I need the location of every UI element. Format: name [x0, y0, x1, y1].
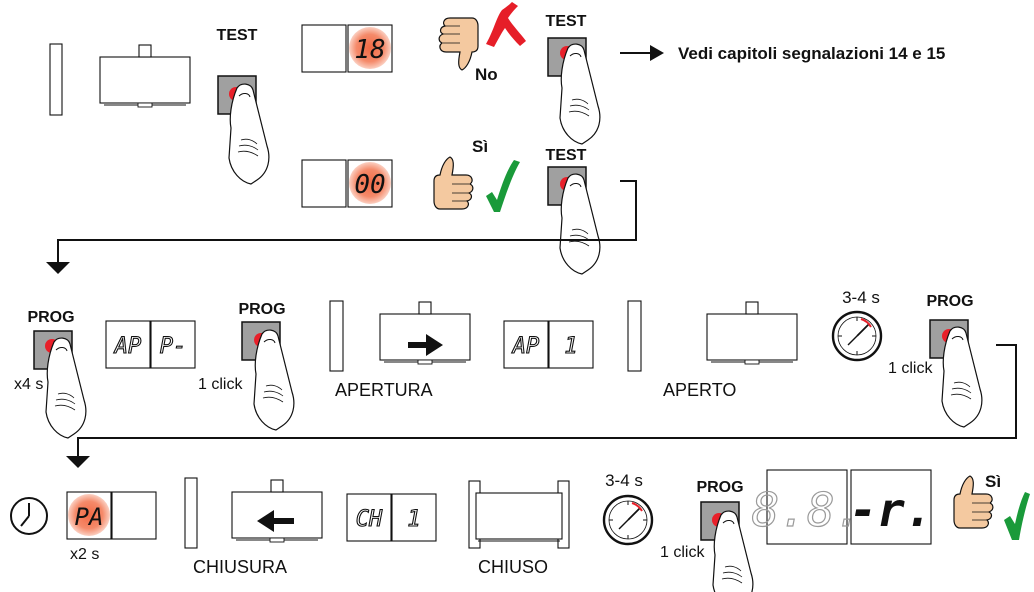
flow-connector	[57, 180, 637, 262]
gate-post	[627, 300, 642, 372]
display-digit-box	[105, 320, 151, 369]
finger-icon	[712, 510, 754, 592]
check-icon	[486, 160, 520, 212]
finger-icon	[228, 83, 270, 185]
row-prog-opening: PROG x4 s AP P- PROG 1 click APERTURA AP…	[14, 288, 1017, 468]
test-label-2: TEST	[546, 13, 587, 30]
click-label-2: 1 click	[888, 360, 933, 377]
arrow-left-icon	[257, 510, 294, 532]
motor-unit	[379, 301, 471, 365]
finger-icon	[941, 326, 983, 428]
thumbs-down-icon	[438, 17, 479, 71]
display-digit-box	[346, 493, 392, 542]
motor-unit	[99, 44, 191, 108]
display-digit-blank	[301, 159, 347, 208]
prog-label-3: PROG	[926, 293, 973, 310]
display-digit-blank	[301, 24, 347, 73]
display-digit-box	[391, 493, 437, 542]
display-ok-code: 00	[354, 170, 385, 200]
display-digit-box	[150, 320, 196, 369]
finger-icon	[45, 337, 87, 439]
row-closing: PA x2 s CHIUSURA CH 1 CHIUSO 3-4 s PROG …	[10, 469, 1030, 592]
clock-icon	[10, 497, 48, 535]
display-digit-blank	[111, 491, 157, 540]
arrow-right-icon	[408, 334, 443, 356]
display-error-code: 18	[354, 35, 385, 65]
prog-label-1: PROG	[27, 309, 74, 326]
arrow-down-icon	[46, 262, 70, 274]
arrow-right-icon	[650, 45, 664, 61]
display-r: -r.	[849, 483, 932, 537]
prog-label-4: PROG	[696, 479, 743, 496]
stopwatch-icon	[831, 310, 883, 362]
display-digit-box	[503, 320, 549, 369]
finger-icon	[559, 173, 601, 275]
display-glow	[349, 27, 391, 69]
display-pa: PA	[75, 503, 104, 531]
test-label-3: TEST	[546, 147, 587, 164]
time-label-2: 3-4 s	[605, 471, 643, 490]
display-ap: AP	[113, 334, 142, 359]
final-display-left	[766, 469, 848, 545]
prog-label-2: PROG	[238, 301, 285, 318]
test-label-1: TEST	[217, 27, 258, 44]
display-88: 8.8.	[752, 483, 863, 537]
stopwatch-icon	[602, 494, 654, 546]
display-ch: CH	[356, 507, 383, 532]
display-glow	[349, 162, 391, 204]
state-chiusura: CHIUSURA	[193, 557, 287, 577]
closed-gate	[468, 480, 570, 549]
gate-post	[184, 477, 198, 549]
flow-connector	[77, 344, 1017, 456]
display-glow	[68, 494, 110, 536]
cross-icon	[486, 2, 526, 47]
motor-unit	[706, 301, 798, 365]
state-aperto: APERTO	[663, 380, 736, 400]
click-label-1: 1 click	[198, 376, 243, 393]
display-ap-1: AP	[511, 334, 540, 359]
x2s-label: x2 s	[70, 546, 99, 563]
motor-unit	[231, 479, 323, 543]
check-icon	[1004, 492, 1030, 540]
time-label-1: 3-4 s	[842, 288, 880, 307]
state-apertura: APERTURA	[335, 380, 433, 400]
row-test-ok: 00 Sì TEST	[46, 137, 637, 275]
no-label: No	[475, 65, 498, 84]
display-1: 1	[564, 334, 577, 359]
thumbs-up-icon	[433, 156, 474, 210]
gate-post	[49, 43, 63, 116]
x4s-label: x4 s	[14, 376, 43, 393]
display-1: 1	[407, 507, 420, 532]
state-chiuso: CHIUSO	[478, 557, 548, 577]
final-display-right	[850, 469, 932, 545]
finger-icon	[559, 43, 601, 145]
si-label-top: Sì	[472, 137, 488, 156]
reference-text: Vedi capitoli segnalazioni 14 e 15	[678, 44, 945, 63]
gate-post	[329, 300, 344, 372]
arrow-down-icon	[66, 456, 90, 468]
display-p-dash: P-	[160, 334, 187, 359]
finger-icon	[253, 329, 295, 431]
click-label-3: 1 click	[660, 544, 705, 561]
display-digit-box	[548, 320, 594, 369]
row-test-error: TEST 18 No TEST Vedi capitoli segnalazio…	[49, 2, 945, 185]
si-label-bottom: Sì	[985, 472, 1001, 491]
